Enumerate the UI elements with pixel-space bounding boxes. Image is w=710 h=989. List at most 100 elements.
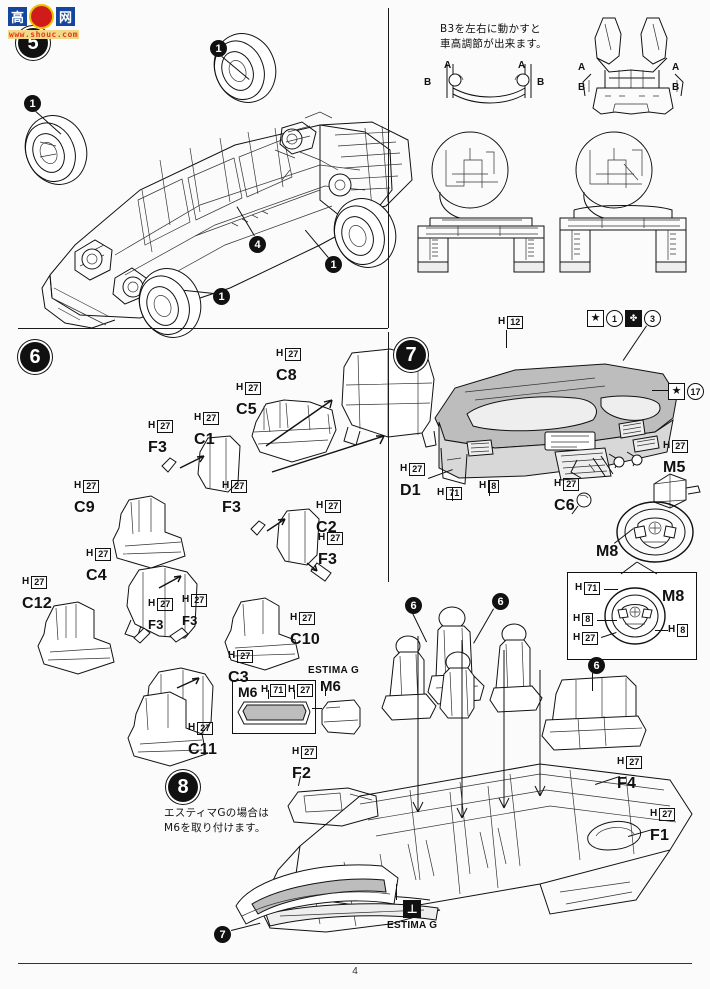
assembly-label-B-left: B [578,82,586,93]
part-number: M5 [663,459,686,476]
slider-label-B-right: B [537,77,545,88]
console-part-m6 [321,699,361,735]
page-number: 4 [352,966,358,977]
part-number: F3 [148,439,168,456]
tag-number: 27 [83,480,100,493]
divider-vertical-step7 [388,332,390,582]
tag-letter: H [228,650,236,661]
tag-letter: H [148,598,156,609]
wheel-rear-right [333,198,397,268]
tag-number: 27 [95,548,112,561]
part-number: C11 [188,741,218,758]
seat-c11 [127,691,207,767]
tag-number: 27 [297,684,314,697]
tag-number: 27 [582,632,599,645]
estima-g-marker: ⊥ ESTIMA G [387,900,437,931]
estima-g-note-line1: エスティマGの場合は [164,807,270,819]
step-6-number: 6 [20,342,50,372]
tag-letter: H [236,382,244,393]
callout-seat-6b: 6 [492,593,509,610]
paint-number-3: 3 [644,310,661,327]
footer-rule [18,963,692,965]
callout-seat-6c: 6 [588,657,605,674]
seat-back-c1-group [161,435,241,493]
slider-label-B-left: B [424,77,432,88]
tag-letter: H [554,478,562,489]
knob-c6 [571,492,592,515]
estima-g-marker-label: ESTIMA G [387,920,438,931]
seat-c10 [224,597,300,671]
seat-c12 [37,601,115,675]
interior-floor-pan [259,763,693,933]
tag-number: 27 [659,808,676,821]
assembly-label-A-left: A [578,62,586,73]
tag-letter: H [668,624,676,635]
estima-g-part-m6: M6 [320,678,341,695]
tag-number: 27 [157,598,174,611]
part-number: C5 [236,401,257,418]
rear-bench-step8 [541,675,647,751]
detail-title-m8: M8 [662,588,685,605]
tag-number: 27 [301,746,318,759]
step-8-number: 8 [168,772,198,802]
watermark-url: www.shouc.com [8,30,80,39]
assembly-arrows-rear-seat [265,399,385,473]
steering-wheel-m8 [616,501,694,563]
leader-line [597,620,617,621]
leader-line [655,630,668,631]
steering-wheel-detail [604,587,666,645]
part-number: C9 [74,499,95,516]
front-lower-shell [235,864,399,925]
tag-number: 27 [191,594,208,607]
watermark-seal-icon [29,4,54,29]
seat-mount-arrows [412,636,546,819]
tag-number: 27 [299,612,316,625]
ride-height-note: B3を左右に動かすと 車高調節が出来ます。 [440,22,547,52]
tag-letter: H [288,684,296,695]
part-number: F3 [182,613,198,628]
suspension-cross-section-high [559,131,687,273]
tag-letter: H [498,316,506,327]
callout-seat-6a: 6 [405,597,422,614]
leader-line [268,690,269,699]
part-number: D1 [400,482,421,499]
leader-line [294,690,295,699]
estima-g-note-line2: M6を取り付けます。 [164,822,266,835]
tag-letter: H [573,632,581,643]
tag-letter: H [148,420,156,431]
suspension-cross-section-low [417,131,545,273]
tag-number: 8 [677,624,689,637]
callout-wheel-1b: 1 [24,95,41,112]
leader-line [489,480,490,496]
slider-label-A-left: A [444,60,452,71]
part-number: C12 [22,595,52,612]
part-number: C6 [554,497,575,514]
leader-line [592,673,593,691]
star-icon: ★ [587,310,604,327]
tag-letter: H [188,722,196,733]
tag-letter: H [290,612,298,623]
callout-chassis-4: 4 [249,236,266,253]
leader-line [506,330,507,348]
part-number: F3 [318,551,338,568]
part-number: C3 [228,669,249,686]
seat-back-c2-group [250,508,332,582]
leader-line [652,390,668,391]
part-number: C1 [194,431,215,448]
tag-number: 27 [672,440,689,453]
paint-number-1: 1 [606,310,623,327]
part-label-m8-main: M8 [596,543,619,560]
